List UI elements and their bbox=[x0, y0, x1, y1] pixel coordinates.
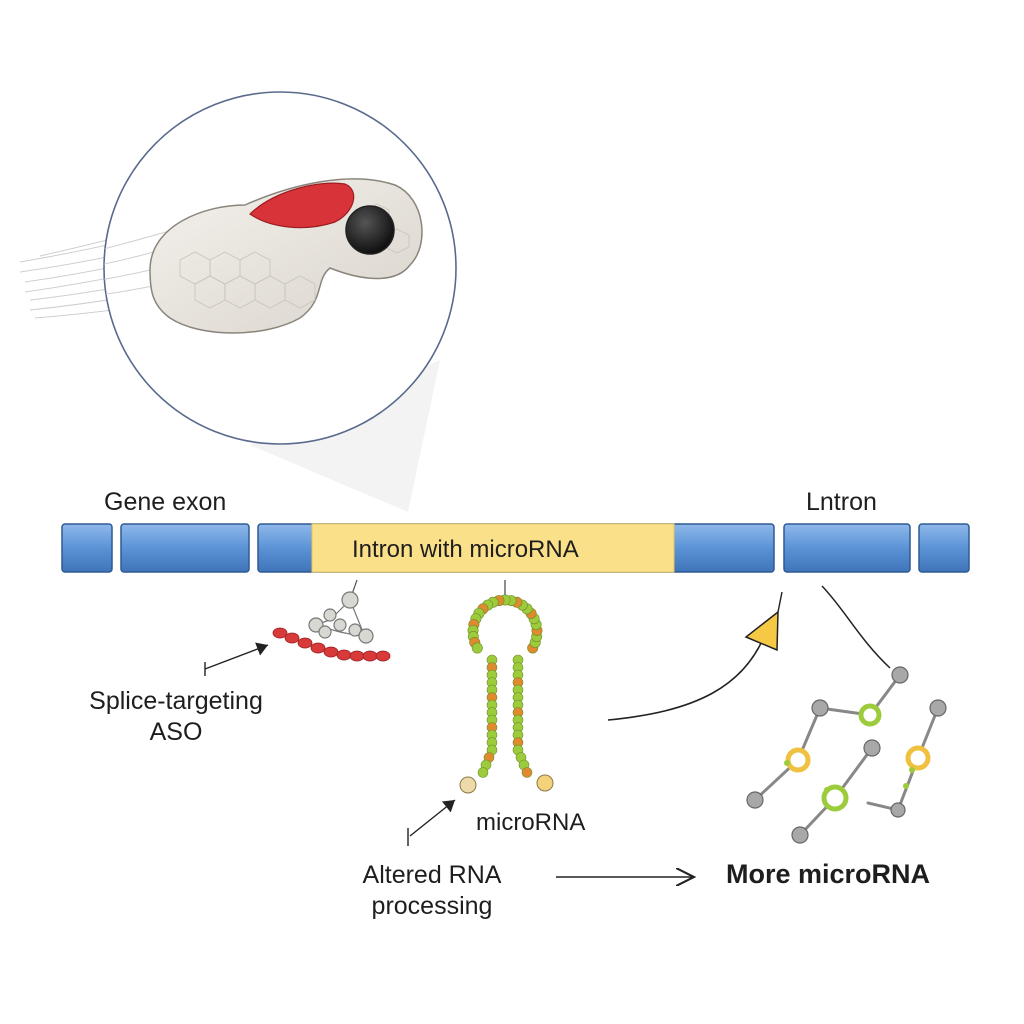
nucleotide-bead bbox=[521, 767, 533, 778]
hairpin-end-cap bbox=[459, 776, 477, 794]
curved-arrow-to-intron bbox=[607, 591, 783, 721]
nucleotide-bead bbox=[471, 642, 483, 654]
mature-microrna-molecules bbox=[746, 666, 947, 844]
exon-block bbox=[918, 523, 970, 573]
aso-molecule bbox=[272, 579, 391, 662]
altered-processing-label-line1: Altered RNA bbox=[362, 861, 502, 889]
embryo-eye bbox=[345, 205, 395, 255]
microrna-pointer-arrow bbox=[407, 799, 456, 846]
connector-line bbox=[821, 585, 891, 669]
nucleotide-bead bbox=[477, 767, 489, 778]
exon-block bbox=[783, 523, 911, 573]
hairpin-end-cap bbox=[536, 774, 554, 792]
altered-processing-label: Altered RNA processing bbox=[322, 860, 542, 923]
gene-bar bbox=[61, 523, 970, 573]
splice-aso-label-line2: ASO bbox=[149, 718, 203, 747]
aso-pointer-arrow bbox=[204, 642, 269, 676]
more-microrna-label: More microRNA bbox=[726, 859, 931, 889]
splice-aso-label-line1: Splice-targeting bbox=[89, 687, 263, 715]
microrna-label: microRNA bbox=[476, 809, 586, 836]
altered-processing-label-line2: processing bbox=[371, 892, 493, 921]
microrna-hairpin bbox=[459, 594, 554, 794]
intron-label: Lntron bbox=[806, 488, 877, 516]
splice-aso-label: Splice-targeting ASO bbox=[56, 686, 296, 749]
exon-block bbox=[61, 523, 113, 573]
intron-with-microrna-label: Intron with microRNA bbox=[352, 536, 579, 563]
exon-block bbox=[120, 523, 250, 573]
magnifier-circle bbox=[103, 91, 457, 445]
gene-exon-label: Gene exon bbox=[104, 488, 227, 516]
muscle-tissue bbox=[249, 182, 355, 229]
intron-with-microrna-region bbox=[311, 523, 675, 573]
